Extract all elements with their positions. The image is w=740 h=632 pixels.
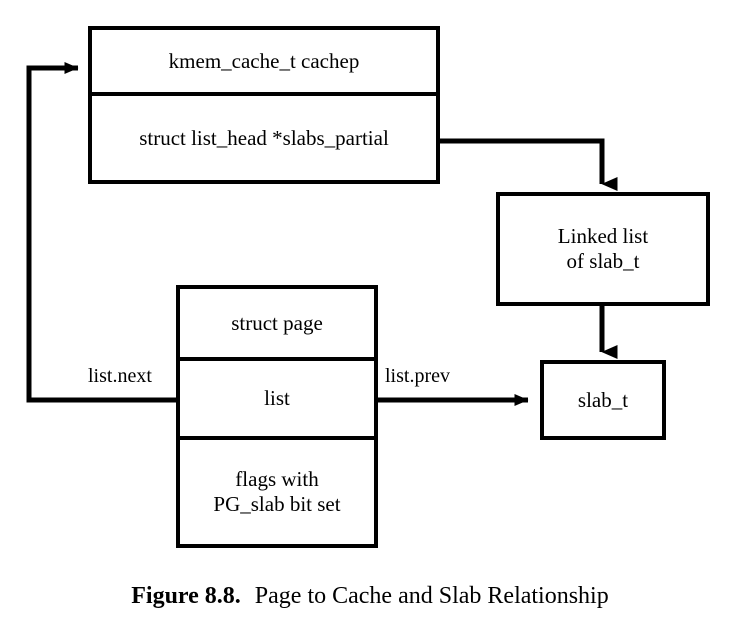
- cell-label: slab_t: [577, 387, 629, 412]
- figure-caption: Figure 8.8. Page to Cache and Slab Relat…: [0, 583, 740, 610]
- node-struct-page[interactable]: struct page list flags with PG_slab bit …: [176, 285, 378, 548]
- node-linked-list-of-slab-t[interactable]: Linked list of slab_t: [496, 192, 710, 306]
- node-kmem-cache-t[interactable]: kmem_cache_t cachep struct list_head *sl…: [88, 26, 440, 184]
- node-slab-t[interactable]: slab_t: [540, 360, 666, 440]
- cell-flags-with-pg-slab-bit-set: flags with PG_slab bit set: [180, 440, 374, 544]
- cell-label: list: [264, 386, 290, 411]
- cell-list: list: [180, 361, 374, 440]
- cell-slabs-partial: struct list_head *slabs_partial: [92, 96, 436, 180]
- linked-list-line-2: of slab_t: [566, 249, 640, 273]
- caption-prefix: Figure 8.8.: [131, 583, 241, 609]
- cell-linked-list-of-slab-t: Linked list of slab_t: [500, 196, 706, 302]
- linked-list-line-1: Linked list: [557, 224, 649, 249]
- cell-slab-t: slab_t: [544, 364, 662, 436]
- flags-line-2: PG_slab bit set: [213, 492, 341, 516]
- cell-struct-page: struct page: [180, 289, 374, 361]
- edge-label-list-prev: list.prev: [385, 365, 450, 387]
- slabs-partial-to-linked-list-arrow: [438, 138, 618, 191]
- cell-kmem-cache-t-cachep: kmem_cache_t cachep: [92, 30, 436, 96]
- list-next-to-cachep-arrow: [26, 62, 178, 403]
- cell-label: kmem_cache_t cachep: [168, 48, 360, 73]
- edge-label-list-next: list.next: [88, 365, 152, 387]
- cell-label: struct page: [231, 310, 323, 335]
- caption-text: Page to Cache and Slab Relationship: [254, 583, 609, 609]
- cell-label: struct list_head *slabs_partial: [139, 125, 389, 150]
- flags-line-1: flags with: [235, 467, 319, 492]
